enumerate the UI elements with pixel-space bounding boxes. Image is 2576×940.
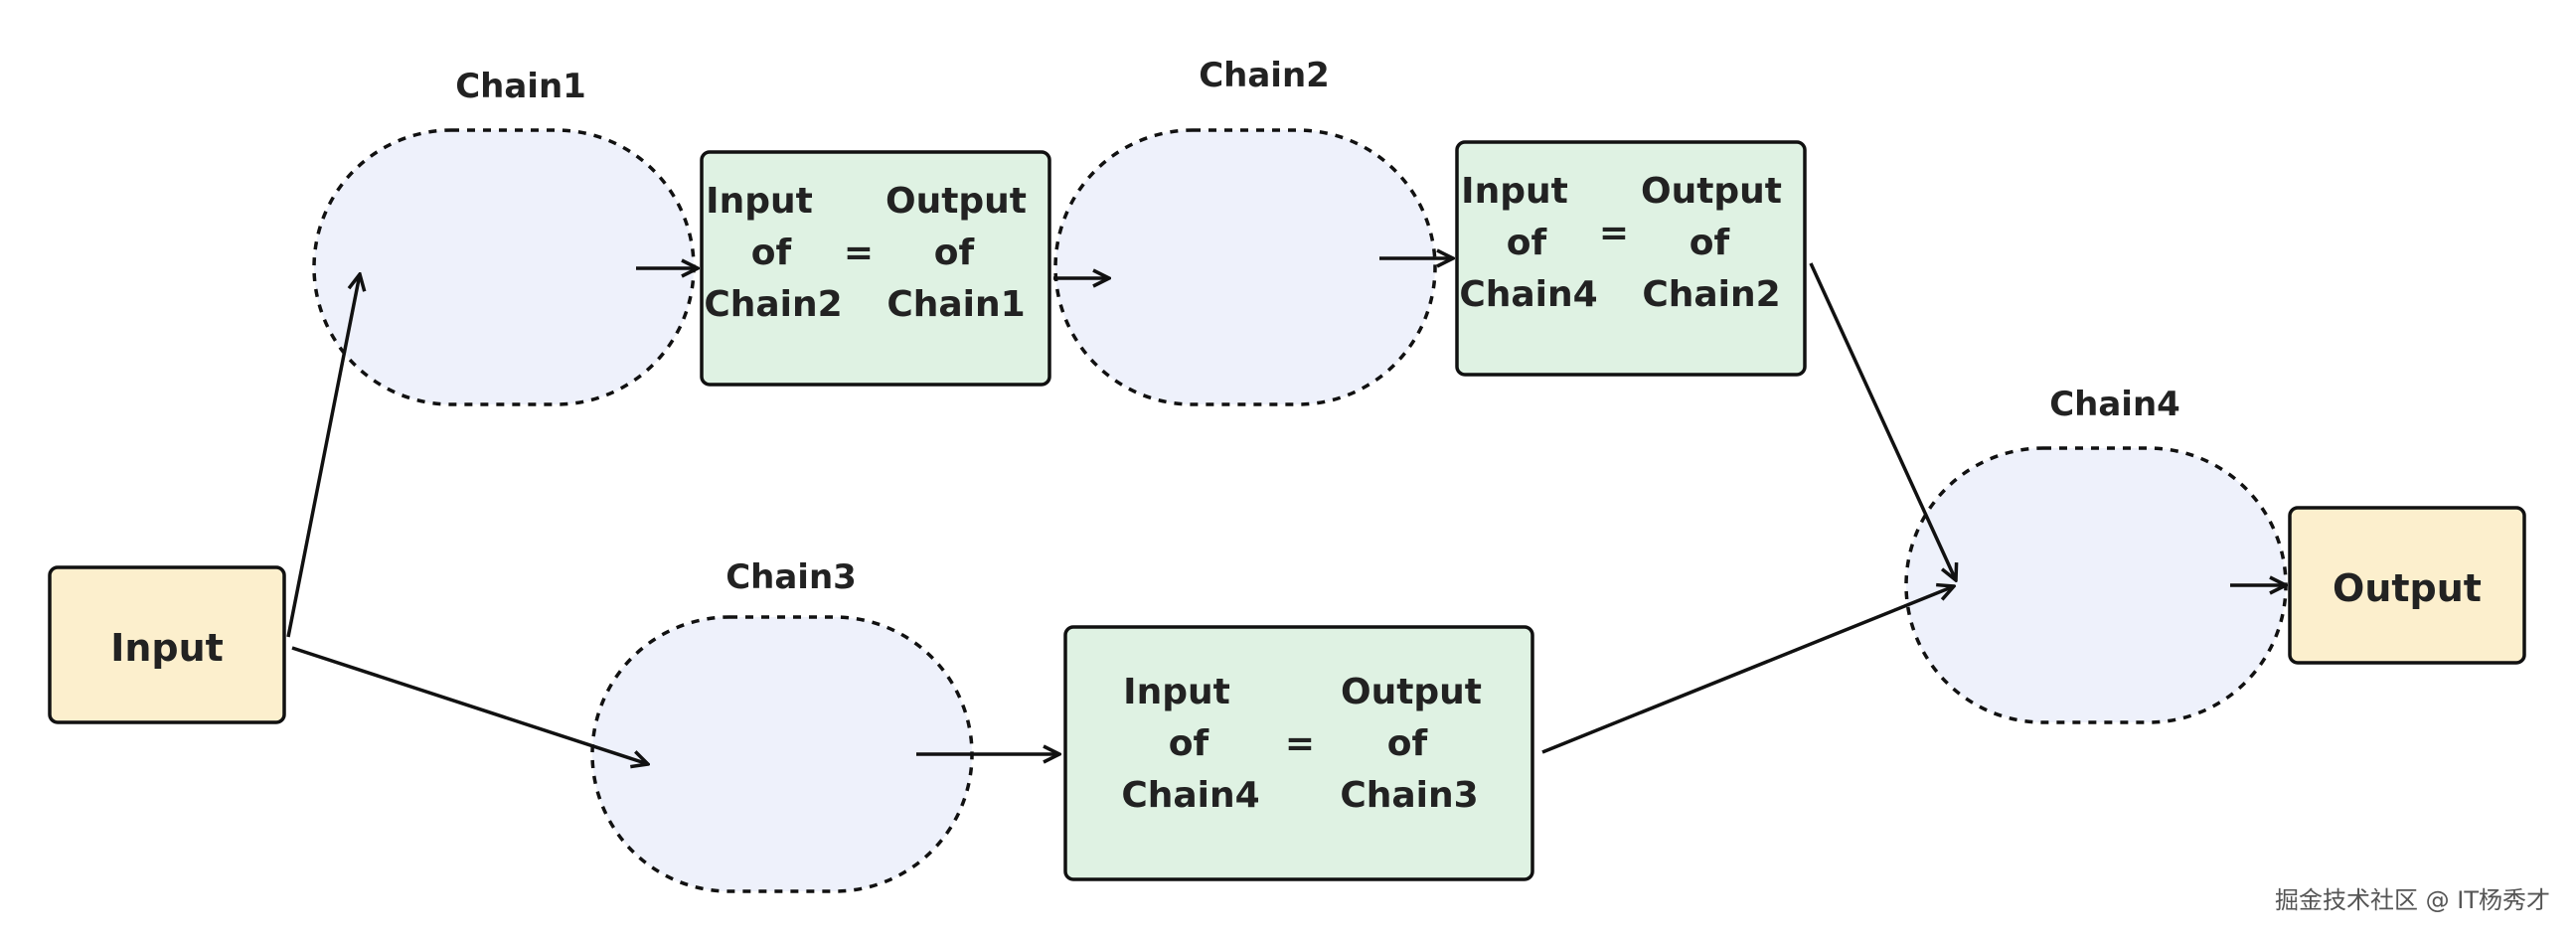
- eq2-right-line1: Output: [1641, 171, 1782, 212]
- chain4-bubble: [1904, 446, 2288, 724]
- eq2-equals: =: [1599, 213, 1629, 253]
- eq2-left-line1: Input: [1461, 171, 1568, 212]
- equation-2-left: Input of Chain4: [1459, 171, 1597, 315]
- eq1-right-line2: of: [934, 233, 975, 273]
- eq1-left-line1: Input: [706, 181, 813, 222]
- output-box: [2288, 506, 2526, 665]
- eq1-left-line2: of: [751, 233, 792, 273]
- eq3-right-line3: Chain3: [1340, 775, 1478, 816]
- eq1-left-line3: Chain2: [704, 284, 842, 325]
- chain3-title: Chain3: [725, 557, 857, 597]
- output-label: Output: [2333, 566, 2482, 610]
- chain4-title: Chain4: [2049, 385, 2180, 424]
- equation-3-right: Output of Chain3: [1340, 672, 1482, 816]
- eq2-right-line2: of: [1690, 223, 1730, 263]
- equation-box-1: [700, 150, 1051, 387]
- input-box: [48, 565, 286, 724]
- eq3-right-line1: Output: [1341, 672, 1482, 712]
- arrow-eq2-to-chain4: [1809, 262, 1956, 580]
- eq1-equals: =: [844, 233, 874, 273]
- eq2-left-line2: of: [1507, 223, 1547, 263]
- arrow-input-to-chain1: [286, 274, 360, 638]
- eq1-right-line1: Output: [886, 181, 1027, 222]
- input-label: Input: [110, 626, 224, 670]
- eq3-right-line2: of: [1387, 723, 1428, 764]
- equation-1-right: Output of Chain1: [886, 181, 1027, 325]
- eq3-left-line3: Chain4: [1121, 775, 1259, 816]
- arrow-input-to-chain3: [291, 646, 648, 764]
- eq3-left-line2: of: [1169, 723, 1209, 764]
- chain1-title: Chain1: [455, 67, 586, 106]
- eq2-left-line3: Chain4: [1459, 274, 1597, 315]
- equation-box-3: [1063, 625, 1534, 881]
- eq2-right-line3: Chain2: [1642, 274, 1780, 315]
- equation-box-2: [1455, 140, 1807, 377]
- eq3-left-line1: Input: [1123, 672, 1230, 712]
- chain3-bubble: [590, 615, 974, 893]
- eq3-equals: =: [1285, 723, 1315, 764]
- equation-3-left: Input of Chain4: [1121, 672, 1259, 816]
- equation-1-left: Input of Chain2: [704, 181, 842, 325]
- equation-2-right: Output of Chain2: [1641, 171, 1782, 315]
- watermark: 掘金技术社区 @ IT杨秀才: [2275, 886, 2550, 914]
- eq1-right-line3: Chain1: [886, 284, 1025, 325]
- chain2-title: Chain2: [1199, 56, 1330, 95]
- arrow-eq3-to-chain4: [1541, 586, 1954, 754]
- chain2-bubble: [1053, 128, 1437, 406]
